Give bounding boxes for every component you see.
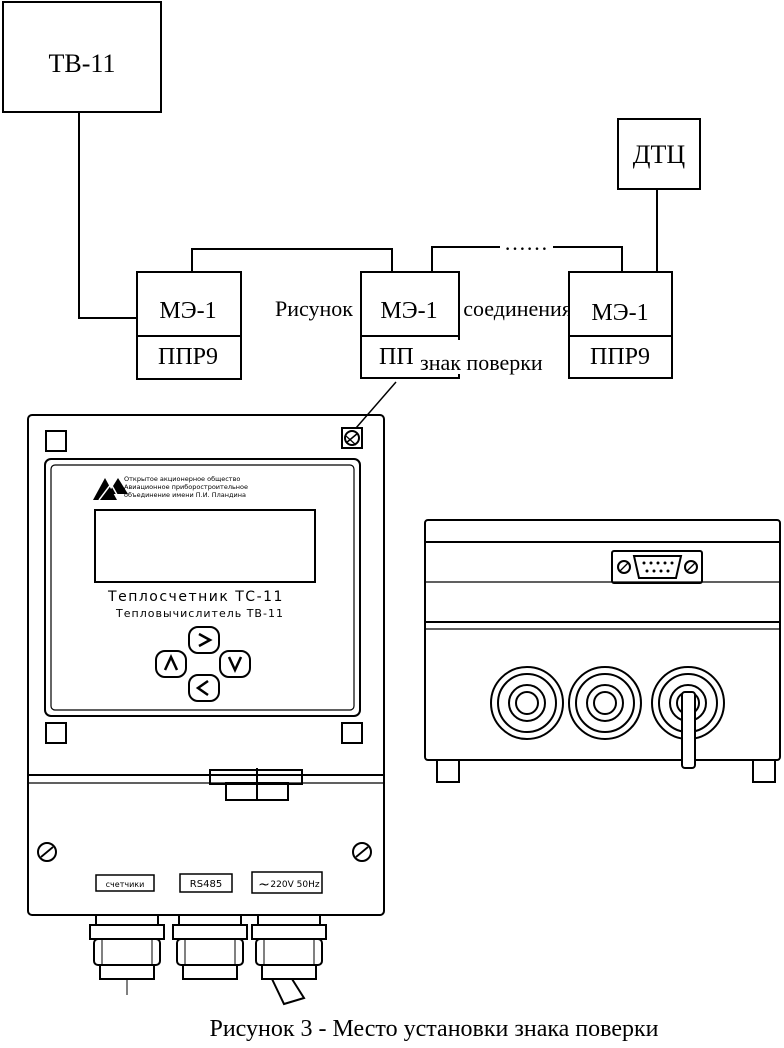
overlapped-caption-left: Рисунок — [275, 296, 353, 321]
module-2-me-label: МЭ-1 — [380, 298, 437, 324]
wire-tv11-to-module1 — [78, 112, 137, 319]
db9-connector — [611, 550, 703, 584]
chevron-up-icon — [163, 654, 179, 671]
front-panel — [44, 458, 361, 717]
connection-diagram: ТВ-11 ДТЦ …… Рисунок а соединения МЭ-1 П… — [2, 1, 701, 429]
wire-module2-to-module3 — [431, 246, 500, 272]
mark-leader-line — [355, 381, 397, 429]
dtc-box — [617, 118, 701, 190]
figure-caption: Рисунок 3 - Место установки знака поверк… — [209, 1016, 658, 1042]
chevron-down-icon — [227, 656, 243, 673]
cable-gland-2 — [172, 914, 248, 980]
cable-gland-3 — [251, 914, 327, 1006]
corner-square-bottom-right — [341, 722, 363, 744]
button-up[interactable] — [155, 650, 187, 678]
module-1-me-label: МЭ-1 — [159, 298, 216, 324]
button-down[interactable] — [219, 650, 251, 678]
mark-label-background — [414, 340, 564, 374]
button-right[interactable] — [188, 626, 220, 654]
chain-ellipsis: …… — [504, 230, 548, 255]
button-left[interactable] — [188, 674, 220, 702]
corner-square-top-left — [45, 430, 67, 452]
company-logo — [93, 478, 128, 501]
foot-left — [436, 759, 460, 783]
gland-bottom-1 — [490, 666, 564, 740]
front-view-device: Открытое акционерное общество Авиационно… — [27, 414, 385, 1006]
module-3: МЭ-1 ППР9 — [568, 271, 673, 379]
lcd-display — [94, 509, 316, 583]
connector-label-power: 220V 50Hz — [270, 880, 319, 890]
module-1-ppr-label: ППР9 — [158, 344, 218, 370]
power-symbol: ~ — [258, 877, 270, 893]
side-power-cable — [681, 691, 696, 769]
company-line-3: объединение имени П.И. Пландина — [124, 491, 246, 499]
screw-lower-right — [352, 842, 372, 862]
connector-label-rs485: RS485 — [190, 879, 222, 890]
wire-module2-to-module3-end — [553, 246, 623, 272]
cable-gland-1 — [89, 914, 165, 995]
mark-label: знак поверки — [420, 350, 543, 375]
device-title: Теплосчетник ТС-11 — [107, 589, 284, 605]
side-view-device — [424, 519, 781, 783]
power-cable — [271, 978, 306, 1006]
module-3-ppr-label: ППР9 — [590, 344, 650, 370]
screw-lower-left — [37, 842, 57, 862]
overlapped-caption-right: а соединения — [448, 296, 572, 321]
dtc-label: ДТЦ — [633, 140, 686, 169]
chevron-right-icon — [198, 632, 213, 648]
verification-mark-screw — [341, 427, 363, 449]
connector-label-counters: счетчики — [106, 880, 145, 889]
latch — [209, 768, 303, 801]
tv11-label: ТВ-11 — [49, 49, 116, 78]
company-line-1: Открытое акционерное общество — [124, 475, 240, 483]
tv11-box — [2, 1, 162, 113]
gland-bottom-2 — [568, 666, 642, 740]
company-line-2: Авиационное приборостроительное — [124, 483, 248, 491]
corner-square-bottom-left — [45, 722, 67, 744]
gland-bottom-3 — [651, 666, 725, 769]
module-3-me-label: МЭ-1 — [591, 300, 648, 326]
module-1: МЭ-1 ППР9 — [136, 271, 242, 380]
wire-module1-to-module2 — [191, 248, 393, 272]
foot-right — [752, 759, 776, 783]
device-subtitle: Тепловычислитель ТВ-11 — [115, 607, 284, 620]
chevron-left-icon — [195, 679, 209, 697]
